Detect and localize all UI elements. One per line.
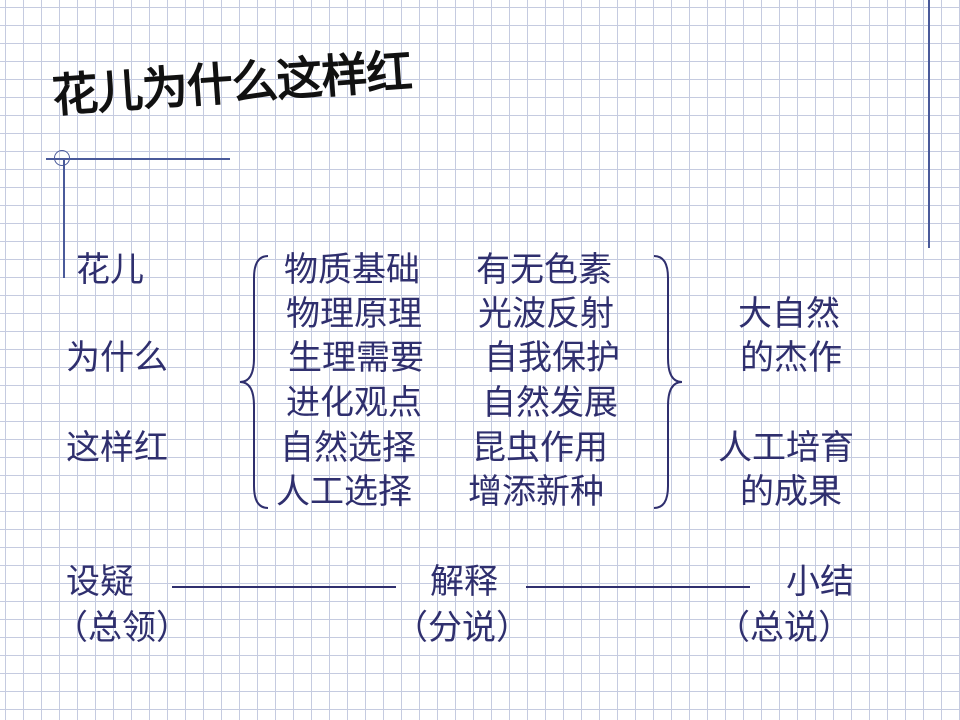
explanation-natural-development: 自然发展 [482, 383, 618, 423]
explanation-new-species: 增添新种 [468, 472, 604, 512]
left-label-so-red: 这样红 [66, 428, 168, 468]
footer-note-summary: （总说） [716, 608, 852, 648]
aspect-physical-principle: 物理原理 [286, 294, 422, 334]
footer-connector-2 [526, 586, 750, 588]
footer-note-detail: （分说） [394, 608, 530, 648]
left-label-flower: 花儿 [76, 250, 144, 290]
right-edge-line [928, 0, 930, 248]
page-title: 花儿为什么这样红 [50, 43, 414, 123]
explanation-pigment: 有无色素 [476, 250, 612, 290]
aspect-material-basis: 物质基础 [284, 250, 420, 290]
conclusion-result: 的成果 [740, 472, 842, 512]
explanation-insect-role: 昆虫作用 [472, 428, 608, 468]
footer-step-summary: 小结 [786, 562, 854, 602]
explanation-self-protection: 自我保护 [484, 338, 620, 378]
aspect-physiological-need: 生理需要 [288, 338, 424, 378]
aspect-natural-selection: 自然选择 [280, 428, 416, 468]
left-label-why: 为什么 [66, 338, 168, 378]
footer-connector-1 [172, 586, 396, 588]
margin-horizontal-line [46, 158, 230, 160]
right-brace [653, 255, 683, 509]
footer-step-question: 设疑 [66, 562, 134, 602]
conclusion-masterpiece: 的杰作 [740, 338, 842, 378]
explanation-light-reflection: 光波反射 [478, 294, 614, 334]
margin-ring-icon [54, 150, 70, 166]
margin-vertical-line [63, 158, 65, 278]
footer-note-overview: （总领） [54, 608, 190, 648]
conclusion-nature: 大自然 [738, 294, 840, 334]
footer-step-explain: 解释 [430, 562, 498, 602]
aspect-artificial-selection: 人工选择 [276, 472, 412, 512]
left-brace [239, 255, 269, 509]
aspect-evolution-view: 进化观点 [286, 383, 422, 423]
conclusion-human-cultivation: 人工培育 [718, 428, 854, 468]
